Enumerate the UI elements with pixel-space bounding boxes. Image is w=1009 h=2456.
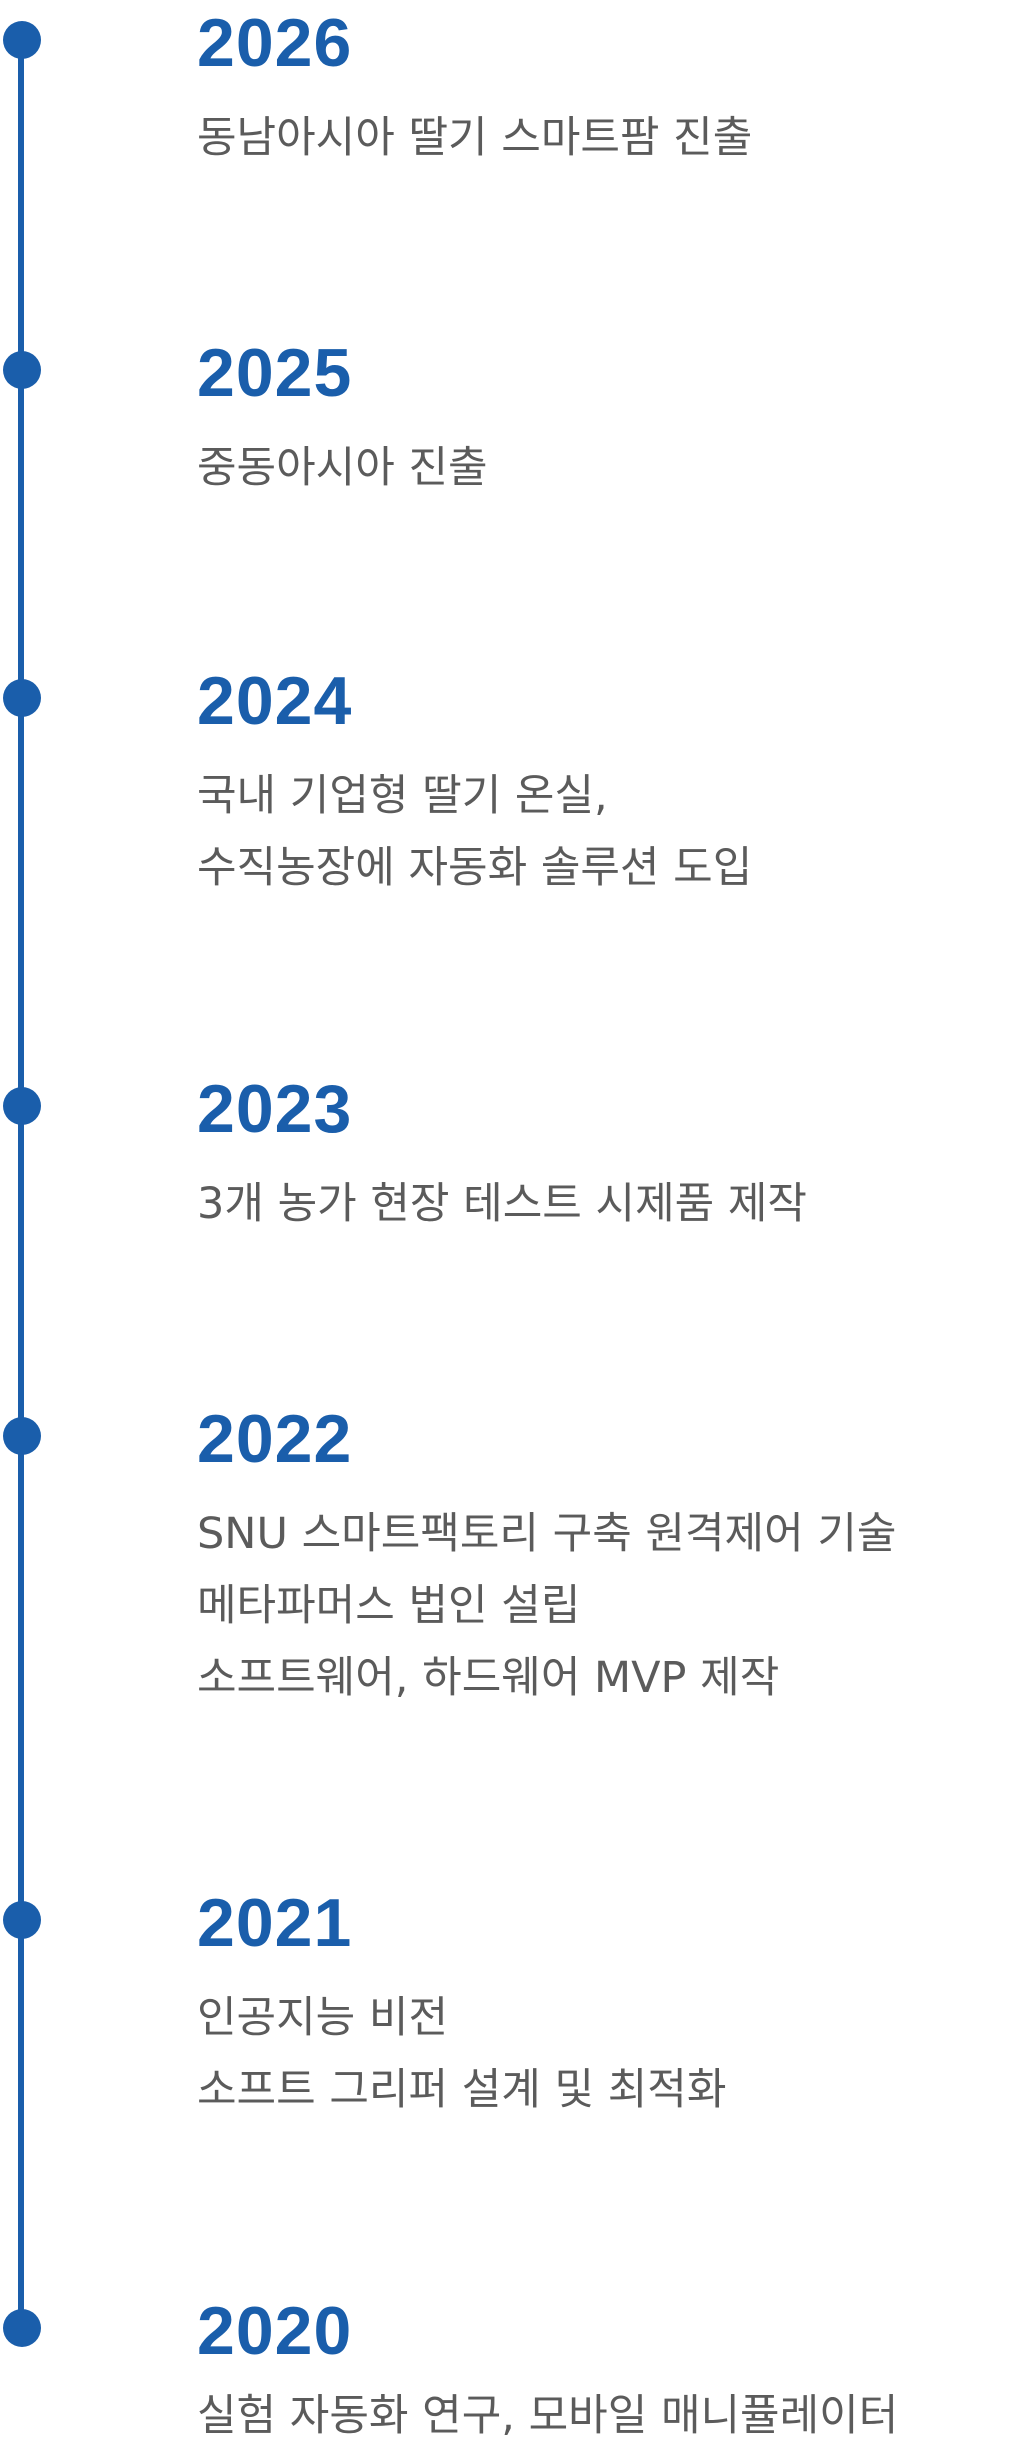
description-line: 수직농장에 자동화 솔루션 도입 — [197, 843, 753, 893]
timeline-dot — [3, 1901, 41, 1939]
description-line: 국내 기업형 딸기 온실, — [197, 771, 608, 821]
timeline-description: 인공지능 비전 소프트 그리퍼 설계 및 최적화 — [197, 1982, 997, 2126]
timeline-line — [18, 40, 24, 2326]
description-line: 인공지능 비전 — [197, 1993, 449, 2043]
description-line: 중동아시아 진출 — [197, 443, 488, 493]
description-line: 3개 농가 현장 테스트 시제품 제작 — [197, 1179, 807, 1229]
description-line: 메타파머스 법인 설립 — [197, 1581, 581, 1631]
description-line: 실험 자동화 연구, 모바일 매니퓰레이터 — [197, 2391, 899, 2441]
timeline-description: 3개 농가 현장 테스트 시제품 제작 — [197, 1168, 997, 1240]
timeline-dot — [3, 351, 41, 389]
description-line: 동남아시아 딸기 스마트팜 진출 — [197, 113, 753, 163]
timeline-dot — [3, 679, 41, 717]
timeline-year: 2020 — [197, 2293, 353, 2369]
timeline-description: SNU 스마트팩토리 구축 원격제어 기술 메타파머스 법인 설립 소프트웨어,… — [197, 1498, 997, 1714]
timeline-dot — [3, 2309, 41, 2347]
timeline-year: 2023 — [197, 1071, 353, 1147]
timeline-year: 2024 — [197, 663, 353, 739]
timeline-description: 동남아시아 딸기 스마트팜 진출 — [197, 102, 997, 174]
timeline-description: 중동아시아 진출 — [197, 432, 997, 504]
timeline-description: 실험 자동화 연구, 모바일 매니퓰레이터 — [197, 2380, 997, 2452]
timeline-dot — [3, 1087, 41, 1125]
timeline-year: 2022 — [197, 1401, 353, 1477]
timeline-year: 2026 — [197, 5, 353, 81]
description-line: SNU 스마트팩토리 구축 원격제어 기술 — [197, 1509, 897, 1559]
description-line: 소프트웨어, 하드웨어 MVP 제작 — [197, 1653, 780, 1703]
timeline-description: 국내 기업형 딸기 온실, 수직농장에 자동화 솔루션 도입 — [197, 760, 997, 904]
timeline-year: 2025 — [197, 335, 353, 411]
timeline-year: 2021 — [197, 1885, 353, 1961]
timeline-dot — [3, 1417, 41, 1455]
timeline-dot — [3, 21, 41, 59]
description-line: 소프트 그리퍼 설계 및 최적화 — [197, 2065, 727, 2115]
